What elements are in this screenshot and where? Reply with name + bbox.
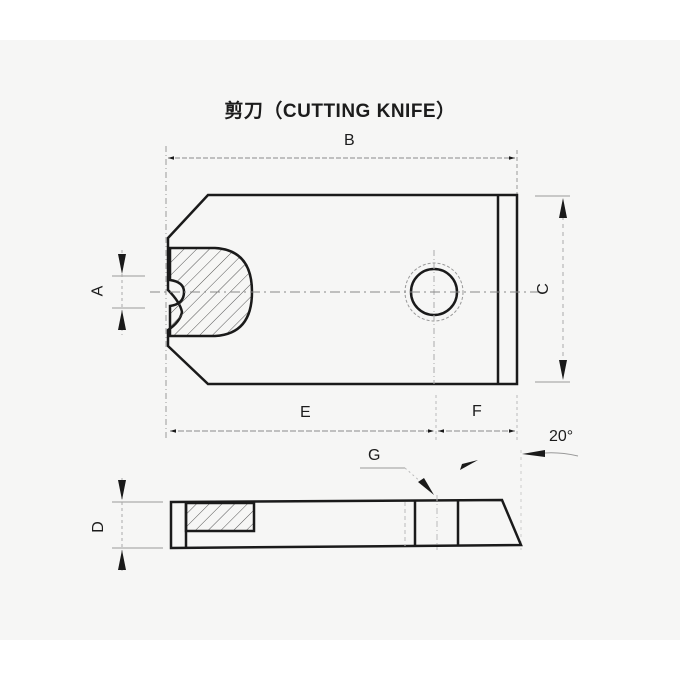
dimension-b (165, 146, 518, 440)
label-e: E (300, 404, 311, 421)
dimension-e-f (170, 395, 518, 440)
side-view (169, 495, 523, 550)
top-view (150, 193, 540, 386)
label-d: D (89, 521, 107, 533)
label-f: F (472, 403, 482, 420)
label-b: B (344, 132, 355, 149)
label-c: C (534, 283, 552, 295)
dimension-a (112, 250, 145, 335)
drawing-title: 剪刀（CUTTING KNIFE） (224, 101, 456, 122)
dimension-d (112, 478, 163, 572)
label-a: A (89, 285, 107, 297)
drawing-sheet (0, 40, 680, 640)
label-g: G (368, 447, 381, 464)
dimension-c (535, 195, 570, 383)
label-angle: 20° (549, 428, 574, 445)
dimension-g-angle (360, 450, 579, 550)
